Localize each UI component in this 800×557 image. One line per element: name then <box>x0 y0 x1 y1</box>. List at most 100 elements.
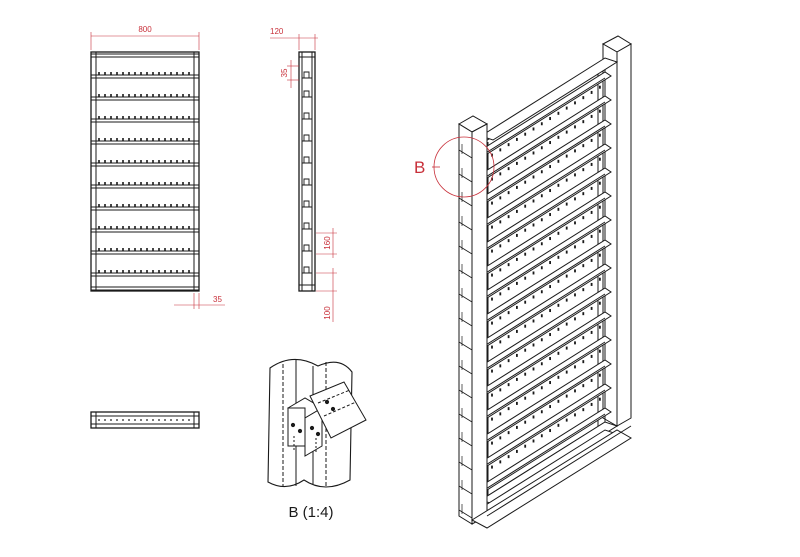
front-peg <box>122 270 124 273</box>
front-peg <box>164 72 166 75</box>
front-peg <box>98 160 100 163</box>
front-peg <box>128 116 130 119</box>
iso-peg <box>540 194 543 198</box>
iso-peg <box>491 249 493 253</box>
detail-b-caption: B (1:4) <box>288 504 333 521</box>
front-peg <box>122 226 124 229</box>
iso-peg <box>507 143 510 147</box>
front-peg <box>182 160 184 163</box>
iso-peg <box>565 178 568 182</box>
side-depth-dimension <box>270 34 318 50</box>
iso-peg <box>590 354 593 358</box>
side-peg <box>303 71 310 78</box>
iso-peg <box>599 349 601 353</box>
iso-rail <box>480 359 612 443</box>
front-peg <box>110 116 112 119</box>
iso-peg <box>549 261 551 265</box>
front-peg <box>170 72 172 75</box>
iso-peg <box>599 325 601 329</box>
front-peg <box>140 248 142 251</box>
iso-peg <box>507 167 510 171</box>
iso-peg <box>582 360 585 364</box>
iso-peg <box>565 346 568 350</box>
iso-peg <box>582 168 585 172</box>
callout-b-circle <box>432 136 495 198</box>
iso-peg <box>532 247 535 251</box>
iso-peg <box>582 312 585 316</box>
iso-peg <box>565 250 568 254</box>
side-peg <box>303 112 310 119</box>
iso-rail-lower <box>480 317 606 397</box>
iso-peg <box>565 418 568 422</box>
front-peg <box>128 138 130 141</box>
iso-peg <box>582 336 585 340</box>
front-peg <box>110 72 112 75</box>
front-peg <box>104 226 106 229</box>
iso-peg <box>491 345 493 349</box>
side-view <box>298 51 316 292</box>
front-peg <box>170 94 172 97</box>
iso-peg <box>599 85 601 89</box>
iso-peg <box>532 127 535 131</box>
front-peg <box>116 226 118 229</box>
iso-peg <box>516 449 518 453</box>
front-peg <box>164 226 166 229</box>
iso-rail-lower <box>480 293 606 373</box>
front-peg <box>140 138 142 141</box>
front-peg <box>134 116 136 119</box>
front-peg <box>176 94 178 97</box>
front-peg <box>176 270 178 273</box>
iso-peg <box>532 151 535 155</box>
front-peg <box>110 138 112 141</box>
iso-peg <box>499 148 502 152</box>
side-base-dimension <box>316 268 337 322</box>
front-peg <box>176 72 178 75</box>
iso-post-tick <box>458 509 473 519</box>
dimension-label-800: 800 <box>138 25 152 34</box>
iso-post-tick <box>458 365 473 375</box>
front-peg <box>110 204 112 207</box>
front-peg <box>104 248 106 251</box>
iso-peg <box>590 234 593 238</box>
top-peg-dot <box>176 419 178 421</box>
top-peg-dot <box>116 419 118 421</box>
iso-peg <box>499 196 502 200</box>
iso-peg <box>582 264 585 268</box>
front-peg <box>98 94 100 97</box>
iso-peg <box>507 335 510 339</box>
front-peg <box>164 248 166 251</box>
iso-peg <box>557 207 560 211</box>
front-peg <box>116 138 118 141</box>
front-peg <box>188 204 190 207</box>
dimension-label-35-front: 35 <box>213 295 222 304</box>
dimension-label-160: 160 <box>323 236 332 250</box>
front-peg <box>122 94 124 97</box>
front-peg <box>104 182 106 185</box>
front-peg <box>98 72 100 75</box>
side-peg <box>303 134 310 141</box>
iso-post-tick <box>458 485 473 495</box>
front-peg <box>164 160 166 163</box>
iso-peg <box>590 210 593 214</box>
iso-peg <box>516 305 518 309</box>
iso-peg <box>540 338 543 342</box>
iso-peg <box>549 429 551 433</box>
iso-peg <box>599 109 601 113</box>
front-peg <box>158 72 160 75</box>
iso-post-tick <box>458 197 473 207</box>
iso-peg <box>524 348 527 352</box>
iso-peg <box>524 276 527 280</box>
iso-peg <box>499 172 502 176</box>
iso-peg <box>540 434 543 438</box>
front-peg <box>128 94 130 97</box>
front-peg <box>146 116 148 119</box>
front-peg <box>158 226 160 229</box>
front-peg <box>158 248 160 251</box>
iso-peg <box>549 189 551 193</box>
iso-peg <box>516 353 518 357</box>
iso-peg <box>516 257 518 261</box>
front-peg <box>98 226 100 229</box>
iso-peg <box>590 138 593 142</box>
iso-peg <box>491 201 493 205</box>
front-peg <box>188 248 190 251</box>
